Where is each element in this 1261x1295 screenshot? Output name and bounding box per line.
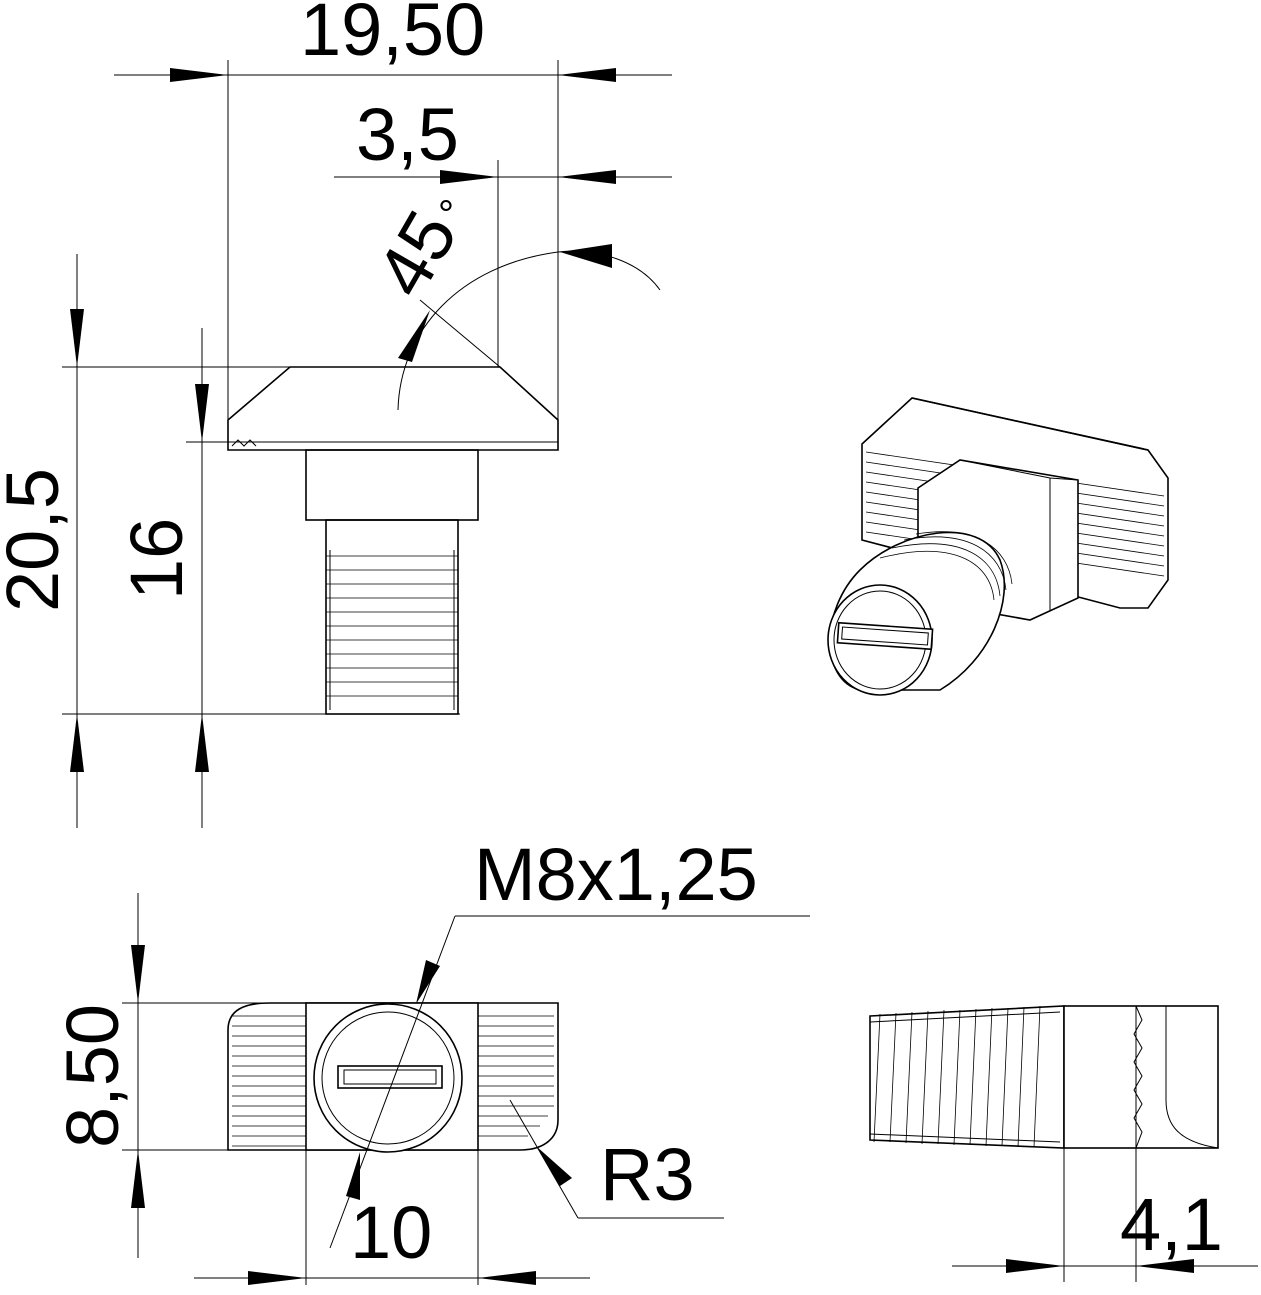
dim-corner-radius-label: R3 bbox=[600, 1133, 695, 1216]
dim-shank-width: 10 bbox=[194, 1150, 590, 1285]
dim-overall-width: 19,50 bbox=[114, 0, 672, 450]
dim-thread-spec: M8x1,25 bbox=[329, 833, 810, 1249]
isometric-view bbox=[827, 397, 1169, 696]
dim-side-offset-label: 4,1 bbox=[1120, 1183, 1223, 1266]
iso-thread-lines bbox=[879, 531, 1013, 601]
front-thread-lines bbox=[326, 550, 458, 710]
top-knurl-lines bbox=[232, 1015, 554, 1147]
dim-total-height: 20,5 bbox=[0, 254, 500, 828]
dim-shank-width-label: 10 bbox=[350, 1191, 432, 1274]
dim-thread-spec-label: M8x1,25 bbox=[474, 833, 758, 916]
dim-overall-width-label: 19,50 bbox=[300, 0, 485, 71]
dim-total-height-label: 20,5 bbox=[0, 468, 74, 612]
dim-head-height-label: 8,50 bbox=[51, 1004, 134, 1148]
dim-thread-length: 16 bbox=[115, 328, 306, 828]
dim-side-offset: 4,1 bbox=[952, 1148, 1258, 1282]
dim-chamfer-angle: 45 ° bbox=[360, 193, 661, 421]
dim-corner-radius: R3 bbox=[509, 1099, 724, 1219]
front-view bbox=[227, 366, 559, 715]
dim-offset-width-label: 3,5 bbox=[356, 93, 459, 176]
side-view bbox=[869, 1005, 1219, 1149]
dim-offset-width: 3,5 bbox=[334, 93, 672, 367]
dim-thread-length-label: 16 bbox=[115, 518, 198, 600]
dim-degree-symbol: ° bbox=[438, 193, 454, 237]
top-view bbox=[227, 1002, 559, 1153]
dim-head-height: 8,50 bbox=[51, 893, 306, 1258]
side-thread-lines bbox=[869, 1005, 1061, 1148]
